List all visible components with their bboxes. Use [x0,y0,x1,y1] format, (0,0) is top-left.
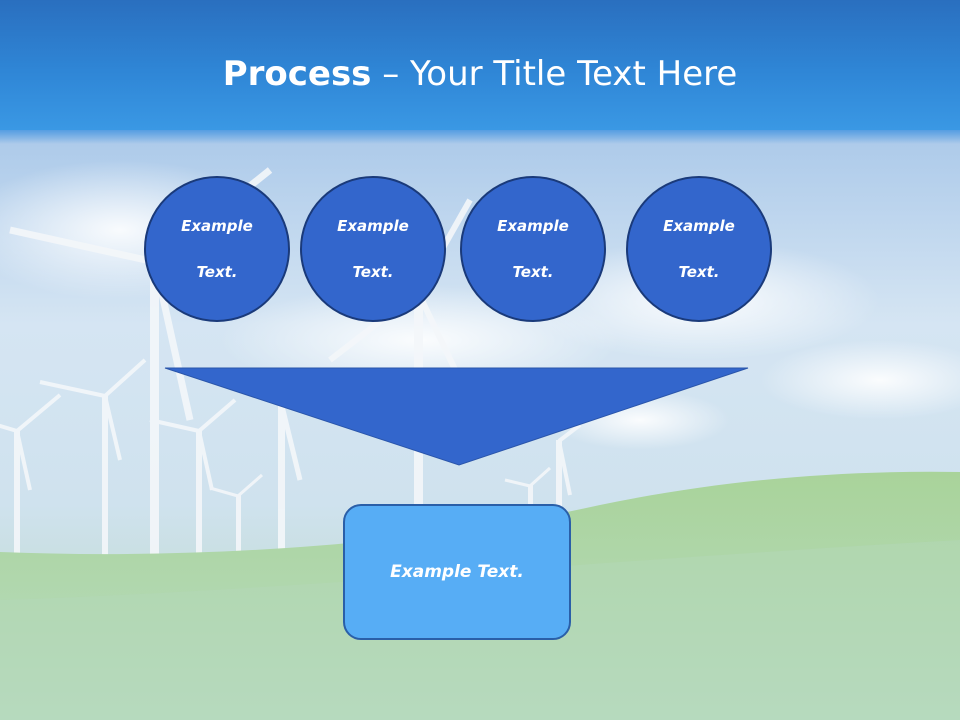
circle-1-line2: Text. [196,262,238,281]
circle-2-line1: Example [337,216,409,235]
circle-2-line2: Text. [352,262,394,281]
title-rest: – Your Title Text Here [371,54,738,94]
circle-1-line1: Example [181,216,253,235]
circle-4-line2: Text. [678,262,720,281]
title-bold: Process [222,54,372,94]
circle-3-line1: Example [497,216,569,235]
result-box[interactable]: Example Text. [343,504,571,640]
circle-4-line1: Example [663,216,735,235]
result-label: Example Text. [390,562,524,582]
circle-3-line2: Text. [512,262,554,281]
title-band [0,0,960,144]
slide-title: Process – Your Title Text Here [0,52,960,96]
